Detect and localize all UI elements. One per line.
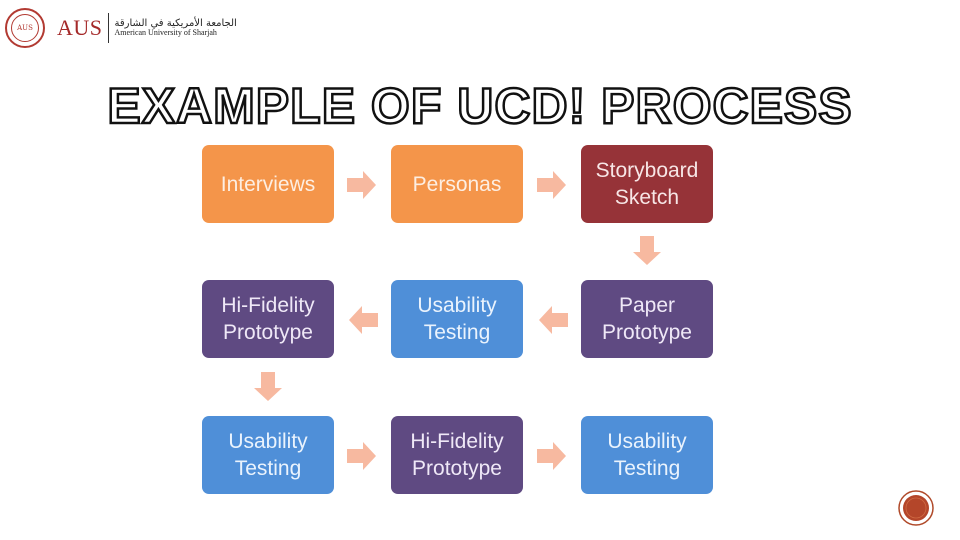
step-personas: Personas (391, 145, 523, 223)
step-storyboard-sketch: Storyboard Sketch (581, 145, 713, 223)
aus-logo: AUS AUS الجامعة الأمريكية في الشارقة Ame… (5, 6, 245, 50)
step-hi-fidelity-prototype-2: Hi-Fidelity Prototype (391, 416, 523, 494)
logo-text: الجامعة الأمريكية في الشارقة American Un… (115, 18, 237, 38)
university-seal-icon: AUS (5, 8, 45, 48)
step-usability-testing-2: Usability Testing (202, 416, 334, 494)
arrow-right-icon (347, 441, 377, 471)
logo-english-name: American University of Sharjah (114, 28, 217, 38)
arrow-down-icon (632, 236, 662, 266)
arrow-right-icon (537, 441, 567, 471)
step-paper-prototype: Paper Prototype (581, 280, 713, 358)
arrow-down-icon (253, 372, 283, 402)
logo-abbreviation: AUS (57, 15, 103, 40)
arrow-right-icon (347, 170, 377, 200)
arrow-left-icon (348, 305, 378, 335)
page-number-badge-icon (898, 490, 934, 526)
arrow-right-icon (537, 170, 567, 200)
step-interviews: Interviews (202, 145, 334, 223)
step-usability-testing-3: Usability Testing (581, 416, 713, 494)
arrow-left-icon (538, 305, 568, 335)
logo-arabic-name: الجامعة الأمريكية في الشارقة (114, 18, 237, 30)
step-hi-fidelity-prototype-1: Hi-Fidelity Prototype (202, 280, 334, 358)
slide-title: EXAMPLE OF UCD! PROCESS (106, 77, 853, 136)
seal-text: AUS (17, 24, 33, 32)
logo-divider (107, 13, 109, 43)
step-usability-testing-1: Usability Testing (391, 280, 523, 358)
